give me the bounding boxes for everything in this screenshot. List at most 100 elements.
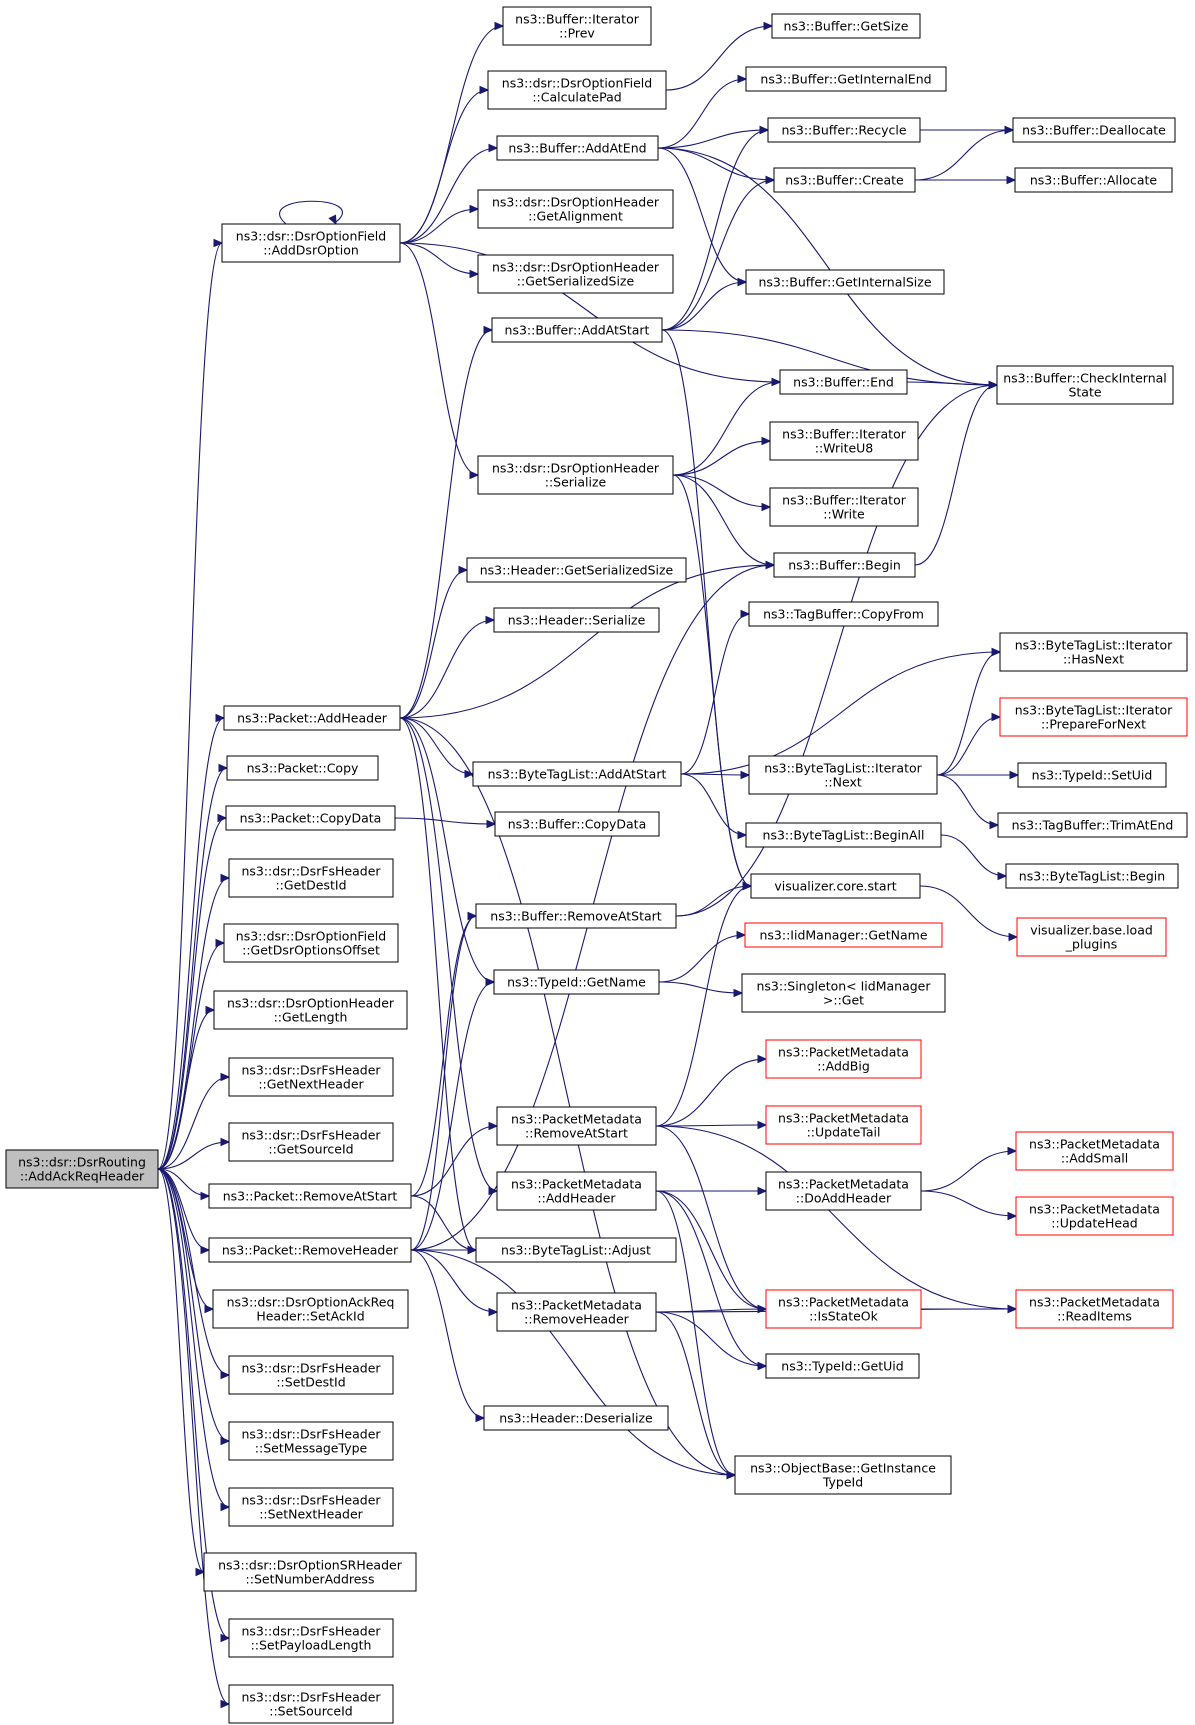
node-pmDoAddHeader[interactable]: ns3::PacketMetadata::DoAddHeader bbox=[765, 1171, 922, 1211]
node-label: ::SetNextHeader bbox=[259, 1507, 363, 1522]
node-typeGetUid[interactable]: ns3::TypeId::GetUid bbox=[765, 1353, 920, 1379]
node-getSourceId[interactable]: ns3::dsr::DsrFsHeader::GetSourceId bbox=[228, 1122, 394, 1162]
node-iterWrite[interactable]: ns3::Buffer::Iterator::Write bbox=[769, 487, 919, 527]
node-iterWriteU8[interactable]: ns3::Buffer::Iterator::WriteU8 bbox=[769, 421, 919, 461]
edge-root-to-setNextHeader-arrowhead bbox=[220, 1502, 231, 1512]
node-pmUpdateTail[interactable]: ns3::PacketMetadata::UpdateTail bbox=[765, 1105, 922, 1145]
node-setDestId[interactable]: ns3::dsr::DsrFsHeader::SetDestId bbox=[228, 1355, 394, 1395]
node-label: ns3::ByteTagList::Begin bbox=[1019, 869, 1165, 884]
edge-btlIterNext-to-typeSetUid-arrowhead bbox=[1009, 770, 1020, 780]
node-bufGetInternalSize[interactable]: ns3::Buffer::GetInternalSize bbox=[745, 269, 945, 295]
node-pmRemoveAtStart[interactable]: ns3::PacketMetadata::RemoveAtStart bbox=[496, 1106, 657, 1146]
node-hdrDeserialize[interactable]: ns3::Header::Deserialize bbox=[483, 1405, 669, 1431]
node-vizStart[interactable]: visualizer.core.start bbox=[750, 873, 921, 899]
node-btlIterPrepareForNext[interactable]: ns3::ByteTagList::Iterator::PrepareForNe… bbox=[999, 697, 1188, 737]
node-bufCopyData[interactable]: ns3::Buffer::CopyData bbox=[494, 811, 660, 837]
node-setPayloadLength[interactable]: ns3::dsr::DsrFsHeader::SetPayloadLength bbox=[228, 1618, 394, 1658]
node-setAckId[interactable]: ns3::dsr::DsrOptionAckReqHeader::SetAckI… bbox=[212, 1289, 409, 1329]
node-pmAddBig[interactable]: ns3::PacketMetadata::AddBig bbox=[765, 1039, 922, 1079]
node-getDsrOptionsOffset[interactable]: ns3::dsr::DsrOptionField::GetDsrOptionsO… bbox=[223, 923, 399, 963]
node-tagCopyFrom[interactable]: ns3::TagBuffer::CopyFrom bbox=[748, 601, 939, 627]
edge-typeGetName-to-iidGetName-arrowhead bbox=[736, 930, 747, 940]
node-iterPrev[interactable]: ns3::Buffer::Iterator::Prev bbox=[502, 6, 652, 46]
node-label: >::Get bbox=[823, 993, 864, 1008]
node-vizLoadPlugins[interactable]: visualizer.base.load_plugins bbox=[1016, 917, 1167, 957]
node-box bbox=[228, 1618, 394, 1658]
node-btlIterHasNext[interactable]: ns3::ByteTagList::Iterator::HasNext bbox=[999, 632, 1188, 672]
node-removeAtStart[interactable]: ns3::Packet::RemoveAtStart bbox=[208, 1183, 412, 1209]
edge-typeGetName-to-singletonGet bbox=[658, 981, 743, 994]
node-bufBegin[interactable]: ns3::Buffer::Begin bbox=[773, 552, 916, 578]
node-pmAddHeader[interactable]: ns3::PacketMetadata::AddHeader bbox=[496, 1171, 657, 1211]
node-pmIsStateOk[interactable]: ns3::PacketMetadata::IsStateOk bbox=[765, 1289, 922, 1329]
node-label: ::AddBig bbox=[817, 1059, 870, 1074]
node-btlBeginAll[interactable]: ns3::ByteTagList::BeginAll bbox=[745, 822, 942, 848]
edge-removeAtStart-to-btlAdjust bbox=[410, 1195, 477, 1251]
node-hdrGetSerializedSize[interactable]: ns3::Header::GetSerializedSize bbox=[466, 557, 687, 583]
node-box bbox=[475, 1237, 677, 1263]
node-getAlignment[interactable]: ns3::dsr::DsrOptionHeader::GetAlignment bbox=[477, 189, 674, 229]
node-bufGetSize[interactable]: ns3::Buffer::GetSize bbox=[771, 13, 921, 39]
node-root[interactable]: ns3::dsr::DsrRouting::AddAckReqHeader bbox=[5, 1149, 159, 1189]
node-label: ns3::ByteTagList::Iterator bbox=[1015, 703, 1173, 718]
node-typeGetName[interactable]: ns3::TypeId::GetName bbox=[493, 969, 660, 995]
node-box bbox=[1012, 117, 1176, 143]
node-optSerialize[interactable]: ns3::dsr::DsrOptionHeader::Serialize bbox=[477, 455, 674, 495]
node-pmAddSmall[interactable]: ns3::PacketMetadata::AddSmall bbox=[1015, 1131, 1174, 1171]
node-label: ::SetNumberAddress bbox=[246, 1572, 375, 1587]
node-btlIterNext[interactable]: ns3::ByteTagList::Iterator::Next bbox=[748, 755, 938, 795]
node-label: ns3::Packet::RemoveAtStart bbox=[223, 1189, 398, 1204]
node-addHeader[interactable]: ns3::Packet::AddHeader bbox=[223, 705, 401, 731]
node-bufGetInternalEnd[interactable]: ns3::Buffer::GetInternalEnd bbox=[745, 66, 947, 92]
node-copyData[interactable]: ns3::Packet::CopyData bbox=[225, 805, 396, 831]
node-pmRemoveHeader[interactable]: ns3::PacketMetadata::RemoveHeader bbox=[496, 1292, 657, 1332]
node-pmUpdateHead[interactable]: ns3::PacketMetadata::UpdateHead bbox=[1015, 1196, 1174, 1236]
node-addDsrOption[interactable]: ns3::dsr::DsrOptionField::AddDsrOption bbox=[221, 223, 401, 263]
node-label: ns3::ByteTagList::Iterator bbox=[764, 761, 922, 776]
edge-btlAddAtStart-to-tagCopyFrom-arrowhead bbox=[740, 609, 751, 619]
node-tagTrimAtEnd[interactable]: ns3::TagBuffer::TrimAtEnd bbox=[997, 812, 1188, 838]
node-calculatePad[interactable]: ns3::dsr::DsrOptionField::CalculatePad bbox=[487, 70, 667, 110]
node-btlBegin[interactable]: ns3::ByteTagList::Begin bbox=[1005, 863, 1179, 889]
node-setMessageType[interactable]: ns3::dsr::DsrFsHeader::SetMessageType bbox=[228, 1421, 394, 1461]
node-setNumberAddress[interactable]: ns3::dsr::DsrOptionSRHeader::SetNumberAd… bbox=[203, 1552, 417, 1592]
function-nodes: ns3::dsr::DsrRouting::AddAckReqHeaderns3… bbox=[5, 6, 1188, 1724]
node-copy[interactable]: ns3::Packet::Copy bbox=[226, 755, 379, 781]
node-bufCreate[interactable]: ns3::Buffer::Create bbox=[773, 167, 916, 193]
node-hdrSerialize[interactable]: ns3::Header::Serialize bbox=[493, 607, 660, 633]
node-setNextHeader[interactable]: ns3::dsr::DsrFsHeader::SetNextHeader bbox=[228, 1487, 394, 1527]
edge-removeHeader-to-hdrDeserialize bbox=[410, 1249, 485, 1419]
node-bufEnd[interactable]: ns3::Buffer::End bbox=[779, 369, 908, 395]
node-bufAddAtEnd[interactable]: ns3::Buffer::AddAtEnd bbox=[496, 135, 659, 161]
node-getNextHeader[interactable]: ns3::dsr::DsrFsHeader::GetNextHeader bbox=[228, 1057, 394, 1097]
node-bufDeallocate[interactable]: ns3::Buffer::Deallocate bbox=[1012, 117, 1176, 143]
node-label: _plugins bbox=[1065, 937, 1117, 952]
node-bufAddAtStart[interactable]: ns3::Buffer::AddAtStart bbox=[491, 317, 663, 343]
node-setSourceId[interactable]: ns3::dsr::DsrFsHeader::SetSourceId bbox=[228, 1684, 394, 1724]
node-bufAllocate[interactable]: ns3::Buffer::Allocate bbox=[1014, 167, 1173, 193]
node-getDestId[interactable]: ns3::dsr::DsrFsHeader::GetDestId bbox=[228, 858, 394, 898]
node-label: ::AddAckReqHeader bbox=[20, 1169, 145, 1184]
node-bufRemoveAtStart[interactable]: ns3::Buffer::RemoveAtStart bbox=[475, 903, 677, 929]
node-box bbox=[477, 189, 674, 229]
node-getLength[interactable]: ns3::dsr::DsrOptionHeader::GetLength bbox=[213, 990, 408, 1030]
node-pmReadItems[interactable]: ns3::PacketMetadata::ReadItems bbox=[1015, 1289, 1174, 1329]
edge-bufBegin-to-bufCheckInternalState bbox=[914, 384, 998, 566]
node-bufRecycle[interactable]: ns3::Buffer::Recycle bbox=[767, 117, 921, 143]
node-removeHeader[interactable]: ns3::Packet::RemoveHeader bbox=[208, 1237, 412, 1263]
node-getSerializedSizeOpt[interactable]: ns3::dsr::DsrOptionHeader::GetSerialized… bbox=[477, 254, 674, 294]
node-btlAdjust[interactable]: ns3::ByteTagList::Adjust bbox=[475, 1237, 677, 1263]
edge-pmRemoveHeader-to-pmIsStateOk-arrowhead bbox=[757, 1304, 768, 1314]
node-singletonGet[interactable]: ns3::Singleton< IidManager>::Get bbox=[741, 973, 946, 1013]
edge-vizStart-to-vizLoadPlugins bbox=[919, 885, 1018, 938]
node-box bbox=[1015, 1131, 1174, 1171]
node-box bbox=[208, 1237, 412, 1263]
node-typeSetUid[interactable]: ns3::TypeId::SetUid bbox=[1017, 762, 1167, 788]
edge-pmDoAddHeader-to-pmAddSmall-arrowhead bbox=[1007, 1146, 1018, 1156]
node-box bbox=[765, 1353, 920, 1379]
node-btlAddAtStart[interactable]: ns3::ByteTagList::AddAtStart bbox=[472, 761, 682, 787]
edge-root-to-copyData bbox=[157, 817, 227, 1170]
node-iidGetName[interactable]: ns3::IidManager::GetName bbox=[744, 922, 943, 948]
